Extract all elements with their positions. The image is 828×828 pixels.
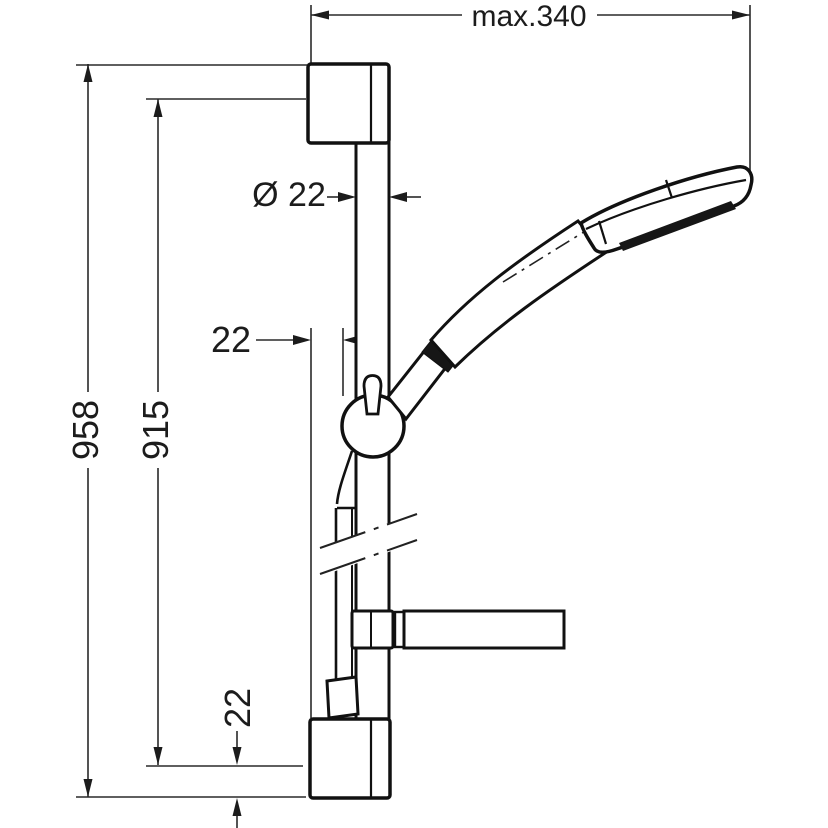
top-wall-bracket: [306, 62, 391, 145]
break-mask: [316, 512, 422, 578]
label-total-length: 958: [65, 400, 106, 460]
handle-centerline: [502, 224, 596, 283]
dimension-arrowheads: [83, 10, 750, 816]
arrow-max340-right: [732, 10, 750, 20]
soap-dish-arm: [402, 609, 566, 650]
arrow-dia22-left: [338, 192, 356, 202]
hand-shower-handle: [429, 219, 608, 370]
hose-cone-edge: [335, 450, 354, 505]
label-rail-diameter: Ø 22: [252, 176, 326, 214]
dimension-lines: [76, 5, 751, 828]
arrow-bot22-down: [232, 747, 242, 765]
label-mounting-distance: 915: [135, 400, 176, 460]
shower-head-seam-tick: [664, 179, 674, 199]
arrow-dia22-right: [389, 192, 407, 202]
soap-dish-clamp: [350, 609, 395, 650]
arrow-915-down: [153, 747, 163, 765]
bottom-wall-bracket: [308, 717, 392, 800]
shower-head-body-line: [585, 178, 747, 230]
hand-shower: [429, 165, 754, 370]
arrow-958-down: [83, 779, 93, 797]
label-bottom-offset: 22: [217, 688, 258, 728]
arrow-mid22-left: [293, 335, 311, 345]
break-line-lower: [319, 539, 418, 575]
label-max-340: max.340: [471, 0, 586, 33]
hose-nut: [325, 675, 360, 720]
break-lines: [319, 513, 418, 575]
slider-holder: [340, 336, 461, 459]
soap-dish: [350, 609, 566, 650]
wall-brackets: [306, 62, 392, 800]
arrow-915-up: [153, 99, 163, 117]
shower-head-spray-band: [619, 201, 736, 251]
break-line-upper: [319, 513, 418, 549]
arrow-bot22-up: [232, 798, 242, 816]
arrow-max340-left: [311, 10, 329, 20]
holder-release-pin: [362, 374, 383, 416]
label-holder-offset: 22: [211, 319, 251, 360]
arrow-958-up: [83, 64, 93, 82]
shower-head-neck-line: [597, 220, 608, 245]
